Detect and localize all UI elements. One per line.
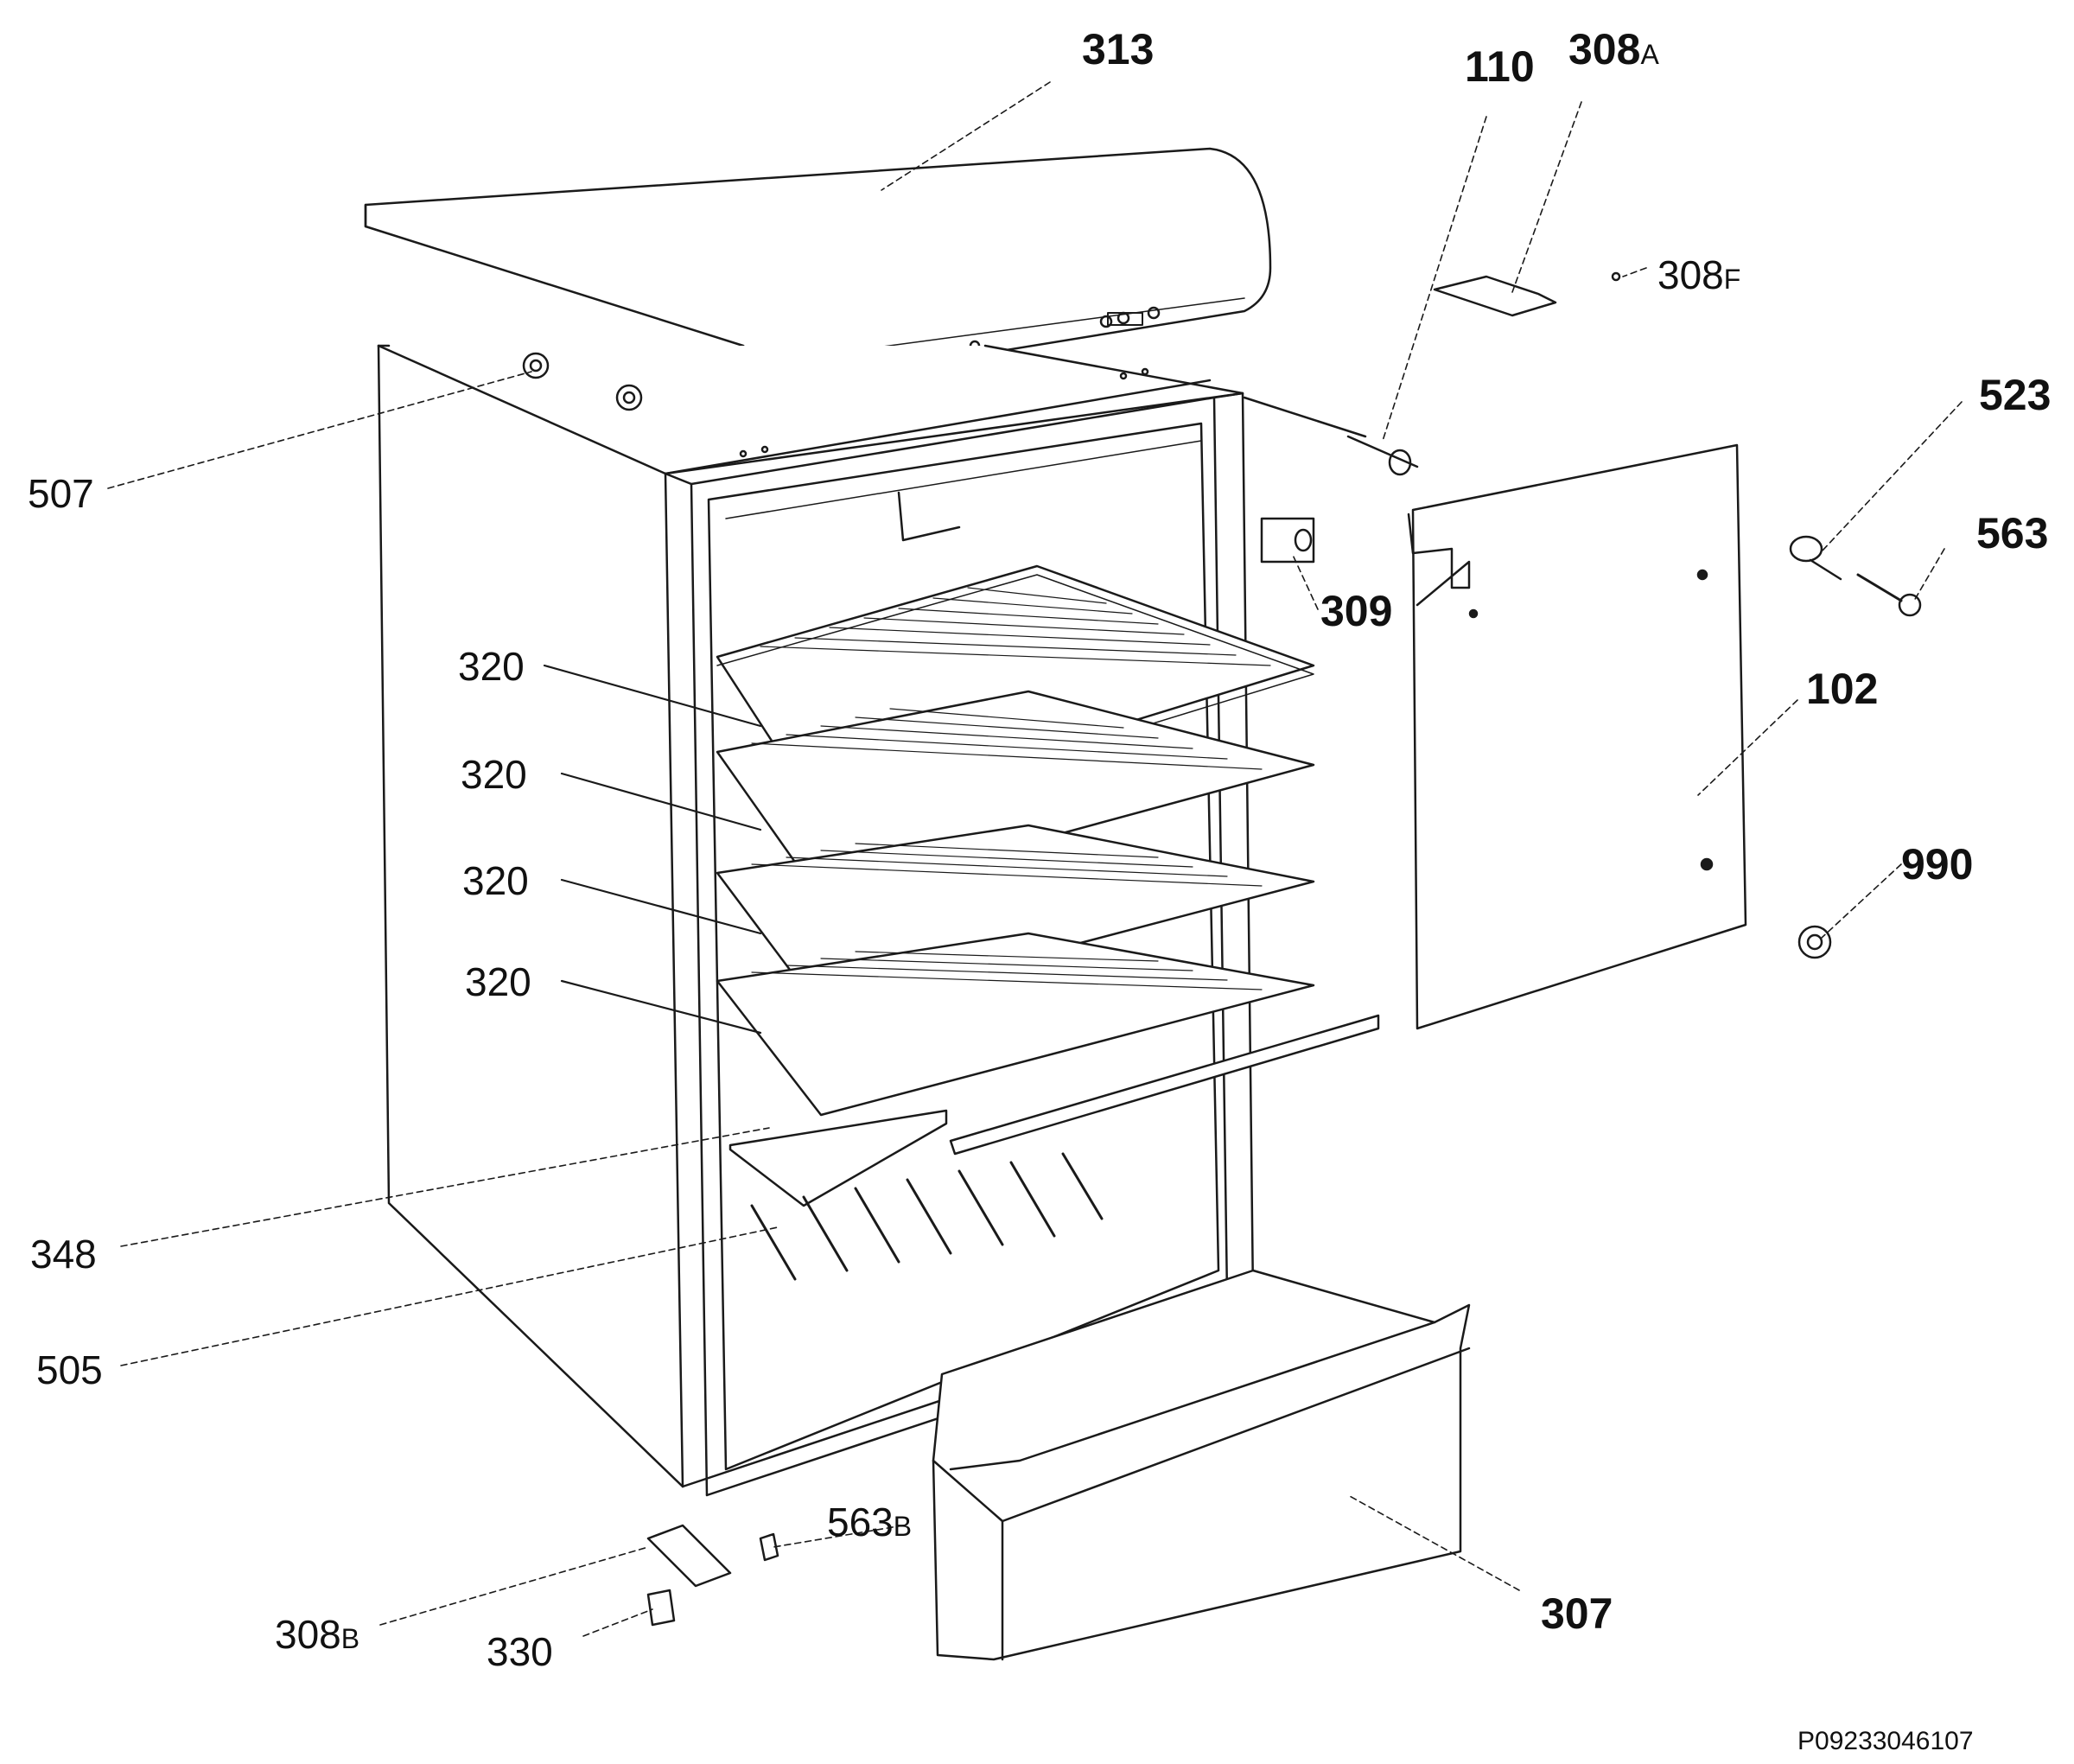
label-313: 313: [1082, 25, 1155, 73]
foot: [646, 1589, 676, 1627]
diagram-code: P09233046107: [1797, 1727, 1974, 1755]
screw-b: [759, 1532, 779, 1562]
hinge-pin: [1243, 396, 1419, 476]
label-505: 505: [36, 1347, 103, 1392]
label-308a: 308A: [1568, 28, 1659, 71]
label-308f-suffix: F: [1723, 264, 1741, 295]
shelf-2: [716, 690, 1315, 901]
label-523: 523: [1979, 371, 2052, 419]
label-348: 348: [30, 1232, 97, 1277]
shelf-leaders: [543, 664, 762, 1035]
label-308b-suffix: B: [340, 1623, 360, 1654]
knob: [1797, 925, 1832, 959]
label-308f: 308F: [1657, 255, 1740, 295]
label-507: 507: [28, 471, 94, 516]
label-990: 990: [1901, 840, 1974, 888]
door: [1407, 443, 1747, 1030]
label-102: 102: [1806, 665, 1879, 713]
thermostat-bolt: [1789, 535, 1842, 581]
label-563b-suffix: B: [893, 1511, 913, 1542]
label-308b-number: 308: [275, 1612, 341, 1657]
cabinet-body: [377, 344, 1255, 1497]
label-563: 563: [1976, 509, 2049, 557]
leader-lines: [107, 81, 1963, 1637]
label-320-1: 320: [458, 644, 525, 689]
label-307: 307: [1541, 1589, 1613, 1638]
label-320-3: 320: [462, 858, 529, 903]
crisper-drawer: [932, 1269, 1471, 1661]
hinge-block: [1260, 517, 1315, 564]
label-320-4: 320: [465, 959, 531, 1004]
label-563b: 563B: [827, 1502, 912, 1542]
label-308b: 308B: [275, 1614, 359, 1654]
label-308a-suffix: A: [1640, 39, 1659, 70]
label-563b-number: 563: [827, 1500, 894, 1544]
top-hinge: [1433, 271, 1621, 317]
lower-rack: [728, 1014, 1380, 1281]
label-308f-number: 308: [1657, 252, 1724, 297]
label-320-2: 320: [461, 752, 527, 797]
label-110: 110: [1465, 42, 1535, 91]
screw: [1856, 573, 1922, 617]
label-309: 309: [1320, 587, 1393, 635]
label-308a-number: 308: [1568, 25, 1641, 73]
shelf-4: [716, 932, 1315, 1117]
label-330: 330: [487, 1629, 553, 1674]
bottom-hinge: [646, 1524, 732, 1588]
